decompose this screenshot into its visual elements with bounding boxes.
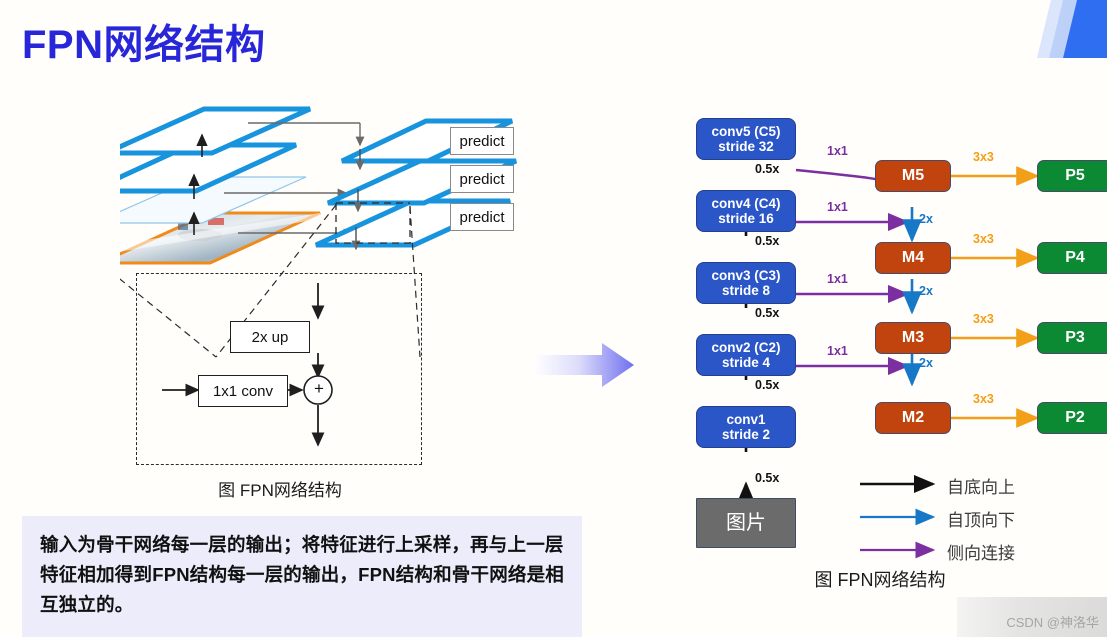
right-arrow-icon [530, 335, 640, 395]
detail-panel [136, 273, 422, 465]
node-p4[interactable]: P4 [1037, 242, 1107, 274]
node-label: M4 [901, 249, 925, 267]
summary-note-text: 输入为骨干网络每一层的输出；将特征进行上采样，再与上一层特征相加得到FPN结构每… [40, 534, 565, 615]
node-label: M3 [901, 329, 925, 347]
node-conv4[interactable]: conv4 (C4) stride 16 [696, 190, 796, 232]
add-label: + [314, 379, 324, 398]
input-image-label: 图片 [726, 511, 766, 534]
output-conv-label-1: 3x3 [973, 150, 994, 164]
lateral-conv-label: 1x1 conv [212, 382, 274, 400]
downsample-label-2: 0.5x [755, 234, 780, 248]
watermark: CSDN @神洛华 [1006, 615, 1099, 630]
lateral-label-4: 1x1 [827, 344, 848, 358]
node-conv1[interactable]: conv1 stride 2 [696, 406, 796, 448]
upsample-label-3: 2x [919, 356, 933, 370]
node-input-image[interactable]: 图片 [696, 498, 796, 548]
fpn-architecture-figure: conv5 (C5) stride 32 conv4 (C4) stride 1… [655, 92, 1107, 592]
node-m4[interactable]: M4 [875, 242, 951, 274]
downsample-label-5: 0.5x [755, 471, 780, 485]
node-line-1: conv2 (C2) [711, 339, 781, 355]
output-conv-label-2: 3x3 [973, 232, 994, 246]
node-label: M2 [901, 409, 925, 427]
lateral-label-2: 1x1 [827, 200, 848, 214]
node-line-1: conv4 (C4) [711, 195, 781, 211]
right-figure-caption: 图 FPN网络结构 [814, 570, 946, 590]
node-p5[interactable]: P5 [1037, 160, 1107, 192]
upsample-label-1: 2x [919, 212, 933, 226]
node-conv3[interactable]: conv3 (C3) stride 8 [696, 262, 796, 304]
node-line-1: conv3 (C3) [711, 267, 781, 283]
predict-box-3: predict [450, 203, 514, 231]
node-line-1: conv1 [726, 411, 766, 427]
node-label: P3 [1065, 329, 1085, 347]
left-figure-caption: 图 FPN网络结构 [218, 481, 342, 500]
upsample-label-2: 2x [919, 284, 933, 298]
node-line-2: stride 32 [718, 139, 774, 154]
node-conv5[interactable]: conv5 (C5) stride 32 [696, 118, 796, 160]
node-p2[interactable]: P2 [1037, 402, 1107, 434]
node-line-2: stride 8 [721, 283, 771, 298]
node-p3[interactable]: P3 [1037, 322, 1107, 354]
page-title: FPN网络结构 [22, 23, 266, 67]
node-line-1: conv5 (C5) [711, 123, 781, 139]
fpn-pyramid-figure: predict predict predict [88, 95, 540, 515]
predict-label: predict [459, 132, 505, 150]
predict-box-1: predict [450, 127, 514, 155]
node-label: P2 [1065, 409, 1085, 427]
predict-label: predict [459, 208, 505, 226]
predict-box-2: predict [450, 165, 514, 193]
output-conv-label-4: 3x3 [973, 392, 994, 406]
legend-label-lateral: 侧向连接 [947, 544, 1015, 563]
input-image-plane [99, 211, 321, 265]
upsample-box: 2x up [230, 321, 310, 353]
node-m2[interactable]: M2 [875, 402, 951, 434]
upsample-label: 2x up [251, 328, 289, 346]
node-label: M5 [901, 167, 925, 185]
predict-label: predict [459, 170, 505, 188]
lateral-label-3: 1x1 [827, 272, 848, 286]
downsample-label-1: 0.5x [755, 162, 780, 176]
add-symbol: + [310, 380, 328, 398]
node-line-2: stride 16 [718, 211, 774, 226]
legend-label-bottom-up: 自底向上 [947, 478, 1015, 497]
downsample-label-4: 0.5x [755, 378, 780, 392]
lateral-label-1: 1x1 [827, 144, 848, 158]
node-label: P5 [1065, 167, 1085, 185]
downsample-label-3: 0.5x [755, 306, 780, 320]
node-line-2: stride 4 [721, 355, 771, 370]
node-m3[interactable]: M3 [875, 322, 951, 354]
node-m5[interactable]: M5 [875, 160, 951, 192]
lateral-conv-box: 1x1 conv [198, 375, 288, 407]
watermark-plate [957, 597, 1107, 637]
node-line-2: stride 2 [721, 427, 771, 442]
corner-decoration [1037, 0, 1107, 58]
node-conv2[interactable]: conv2 (C2) stride 4 [696, 334, 796, 376]
node-label: P4 [1065, 249, 1085, 267]
legend-label-top-down: 自顶向下 [947, 511, 1015, 530]
summary-note: 输入为骨干网络每一层的输出；将特征进行上采样，再与上一层特征相加得到FPN结构每… [22, 516, 582, 637]
output-conv-label-3: 3x3 [973, 312, 994, 326]
